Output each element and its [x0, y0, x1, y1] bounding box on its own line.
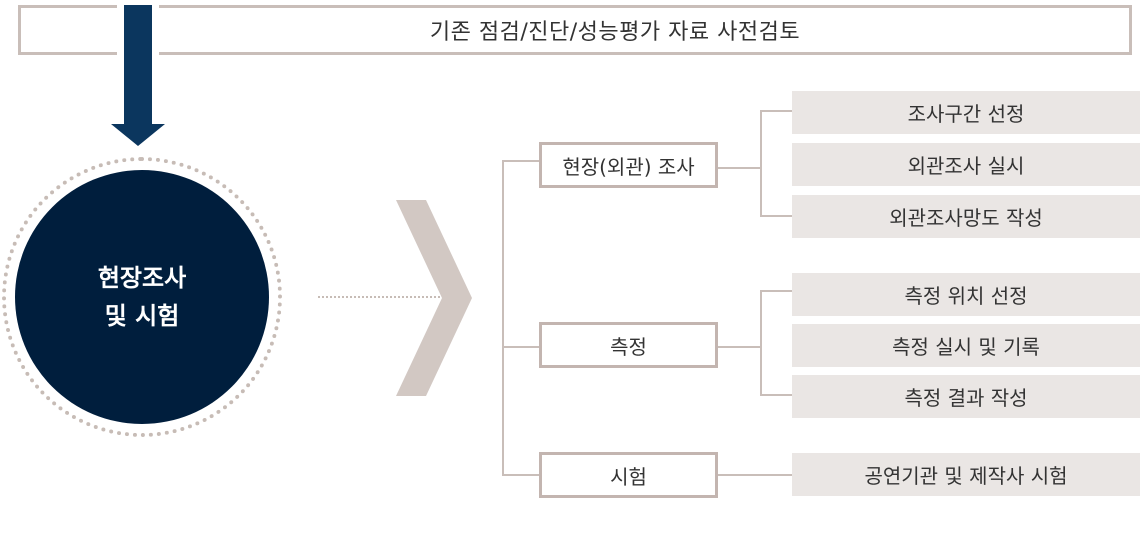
leaf-label: 공연기관 및 제작사 시험: [864, 464, 1068, 488]
leaf-measurement-position: 측정 위치 선정: [792, 273, 1140, 316]
tree-branch-line-1: [502, 160, 539, 162]
leaf-exterior-survey: 외관조사 실시: [792, 143, 1140, 186]
sub-vertical-1: [760, 110, 762, 217]
branch-label-test: 시험: [610, 464, 647, 489]
main-circle-ring: [2, 157, 282, 437]
branch-label-field-survey: 현장(외관) 조사: [562, 154, 695, 179]
leaf-label: 외관조사 실시: [907, 154, 1025, 178]
sub-branch-1b: [760, 215, 792, 217]
sub-branch-1a: [760, 110, 792, 112]
leaf-measurement-result: 측정 결과 작성: [792, 375, 1140, 418]
main-circle-line1: 현장조사: [97, 264, 187, 292]
sub-branch-2b: [760, 394, 792, 396]
leaf-label: 외관조사망도 작성: [889, 206, 1043, 230]
down-arrow-shaft: [124, 5, 152, 125]
review-header-label: 기존 점검/진단/성능평가 자료 사전검토: [429, 20, 801, 45]
leaf-survey-section-selection: 조사구간 선정: [792, 91, 1140, 134]
leaf-test-institution: 공연기관 및 제작사 시험: [792, 453, 1140, 496]
leaf-exterior-map: 외관조사망도 작성: [792, 195, 1140, 238]
sub-vertical-2: [760, 290, 762, 396]
sub-branch-2a: [760, 290, 792, 292]
chevron-right-icon: [396, 200, 472, 396]
main-circle: 현장조사 및 시험: [15, 170, 269, 424]
branch-box-field-survey: 현장(외관) 조사: [539, 142, 718, 188]
sub-connector-1: [718, 167, 760, 169]
branch-label-measurement: 측정: [610, 334, 647, 359]
sub-connector-3: [718, 474, 792, 476]
tree-branch-line-2: [502, 346, 539, 348]
leaf-measurement-record: 측정 실시 및 기록: [792, 324, 1140, 367]
branch-box-test: 시험: [539, 452, 718, 498]
branch-box-measurement: 측정: [539, 322, 718, 368]
main-circle-line2: 및 시험: [104, 302, 180, 330]
review-header-box: 기존 점검/진단/성능평가 자료 사전검토: [18, 5, 1132, 55]
dotted-connector: [318, 296, 440, 298]
tree-branch-line-3: [502, 474, 539, 476]
leaf-label: 측정 실시 및 기록: [892, 335, 1040, 359]
down-arrow-icon: [111, 124, 165, 146]
leaf-label: 조사구간 선정: [907, 102, 1025, 126]
leaf-label: 측정 결과 작성: [904, 386, 1028, 410]
tree-vertical-line: [502, 160, 504, 475]
leaf-label: 측정 위치 선정: [904, 284, 1028, 308]
sub-connector-2: [718, 346, 760, 348]
